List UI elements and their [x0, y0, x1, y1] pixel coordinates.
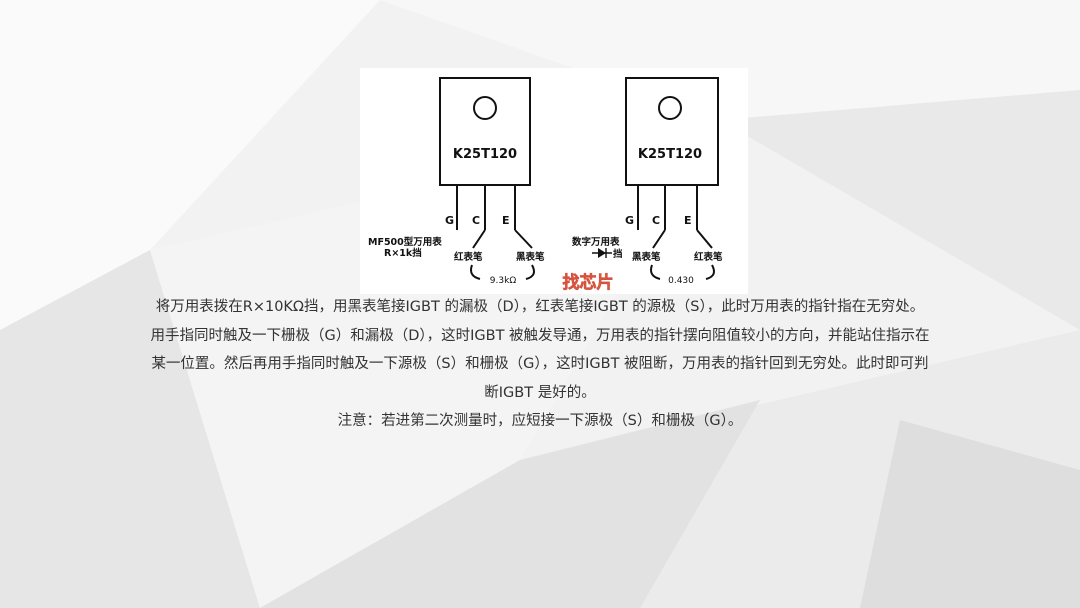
left-reading: 9.3kΩ — [490, 276, 517, 286]
right-probe-left-label: 黑表笔 — [632, 251, 661, 263]
watermark-logo: 找芯片 — [563, 272, 614, 293]
instruction-line-2: 用手指同时触及一下栅极（G）和漏极（D），这时IGBT 被触发导通，万用表的指针… — [150, 327, 930, 344]
left-meter-range: R×1k挡 — [384, 247, 422, 259]
left-igbt-package — [439, 77, 531, 186]
instruction-text: 将万用表拨在R×10KΩ挡，用黑表笔接IGBT 的漏极（D），红表笔接IGBT … — [105, 293, 975, 436]
left-pin-e: E — [502, 214, 510, 227]
left-probe-right-label: 黑表笔 — [516, 251, 545, 263]
left-pin-c: C — [472, 214, 480, 227]
left-model-label: K25T120 — [453, 147, 517, 162]
left-pin-g: G — [445, 214, 454, 227]
right-pin-e: E — [684, 214, 692, 227]
right-mount-hole — [658, 96, 682, 120]
right-model-label: K25T120 — [638, 147, 702, 162]
igbt-test-figure: K25T120 K25T120 G C E G C E MF500型万用表 R×… — [360, 68, 748, 294]
left-meter-label: MF500型万用表 — [368, 236, 442, 248]
right-meter-range: 挡 — [613, 248, 623, 260]
right-pin-c: C — [652, 214, 660, 227]
right-igbt-package — [625, 77, 719, 186]
left-mount-hole — [473, 96, 497, 120]
right-reading: 0.430 — [668, 276, 694, 286]
instruction-line-3: 某一位置。然后再用手指同时触及一下源极（S）和栅极（G），这时IGBT 被阻断，… — [151, 356, 929, 372]
instruction-line-1: 将万用表拨在R×10KΩ挡，用黑表笔接IGBT 的漏极（D），红表笔接IGBT … — [155, 299, 925, 315]
note-line: 注意：若进第二次测量时，应短接一下源极（S）和栅极（G）。 — [337, 413, 743, 429]
right-pin-g: G — [625, 214, 634, 227]
instruction-line-4: 断IGBT 是好的。 — [484, 384, 596, 401]
right-probe-right-label: 红表笔 — [694, 251, 723, 263]
right-meter-label: 数字万用表 — [571, 236, 620, 248]
left-probe-left-label: 红表笔 — [454, 251, 483, 263]
igbt-test-diagram: K25T120 K25T120 G C E G C E MF500型万用表 R×… — [368, 77, 723, 293]
